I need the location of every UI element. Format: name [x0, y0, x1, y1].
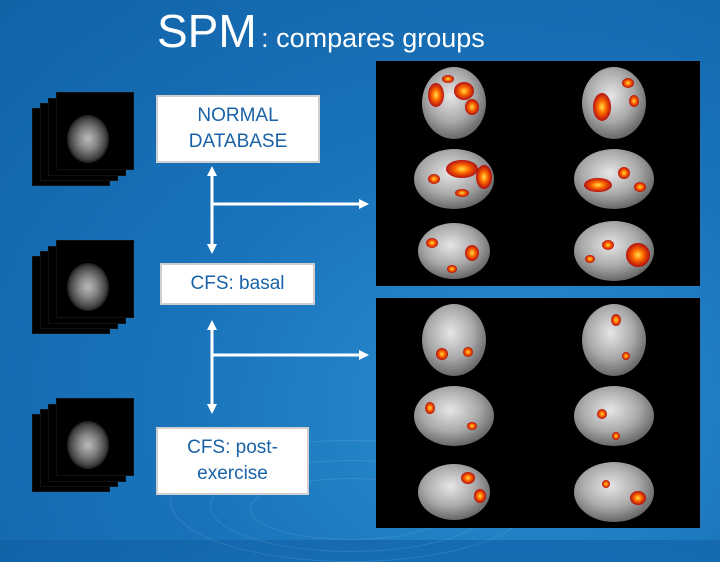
normal-database-box: NORMAL DATABASE	[156, 95, 320, 163]
brain-renderings-basal	[414, 67, 654, 281]
title-main: SPM	[157, 5, 257, 57]
scan-stack-post-exercise	[32, 398, 134, 494]
cfs-post-exercise-box: CFS: post-exercise	[156, 427, 309, 495]
spm-result-panel-post-exercise	[376, 298, 700, 528]
brain-front-left-2	[422, 304, 486, 376]
brain-base-left-2	[418, 464, 490, 520]
brain-back-right	[582, 67, 646, 139]
page-title: SPM : compares groups	[157, 4, 485, 58]
scan-stack-normal	[32, 92, 134, 188]
brain-renderings-post-exercise	[414, 304, 654, 522]
brain-lateral-right-2	[574, 386, 654, 446]
cfs-basal-label: CFS: basal	[190, 273, 285, 294]
scan-stack-basal	[32, 240, 134, 336]
brain-lateral-left	[414, 149, 494, 209]
comparison-arrows	[207, 166, 369, 414]
cfs-basal-box: CFS: basal	[160, 263, 315, 305]
cfs-post-exercise-label: CFS: post-exercise	[187, 437, 278, 484]
brain-lateral-right	[574, 149, 654, 209]
title-sub: : compares groups	[261, 23, 485, 53]
spm-result-panel-basal	[376, 61, 700, 286]
brain-top-right	[574, 221, 654, 281]
brain-top-right-2	[574, 462, 654, 522]
brain-base-left	[418, 223, 490, 279]
normal-database-label: NORMAL DATABASE	[188, 105, 288, 152]
brain-lateral-left-2	[414, 386, 494, 446]
brain-front-left	[422, 67, 486, 139]
brain-back-right-2	[582, 304, 646, 376]
